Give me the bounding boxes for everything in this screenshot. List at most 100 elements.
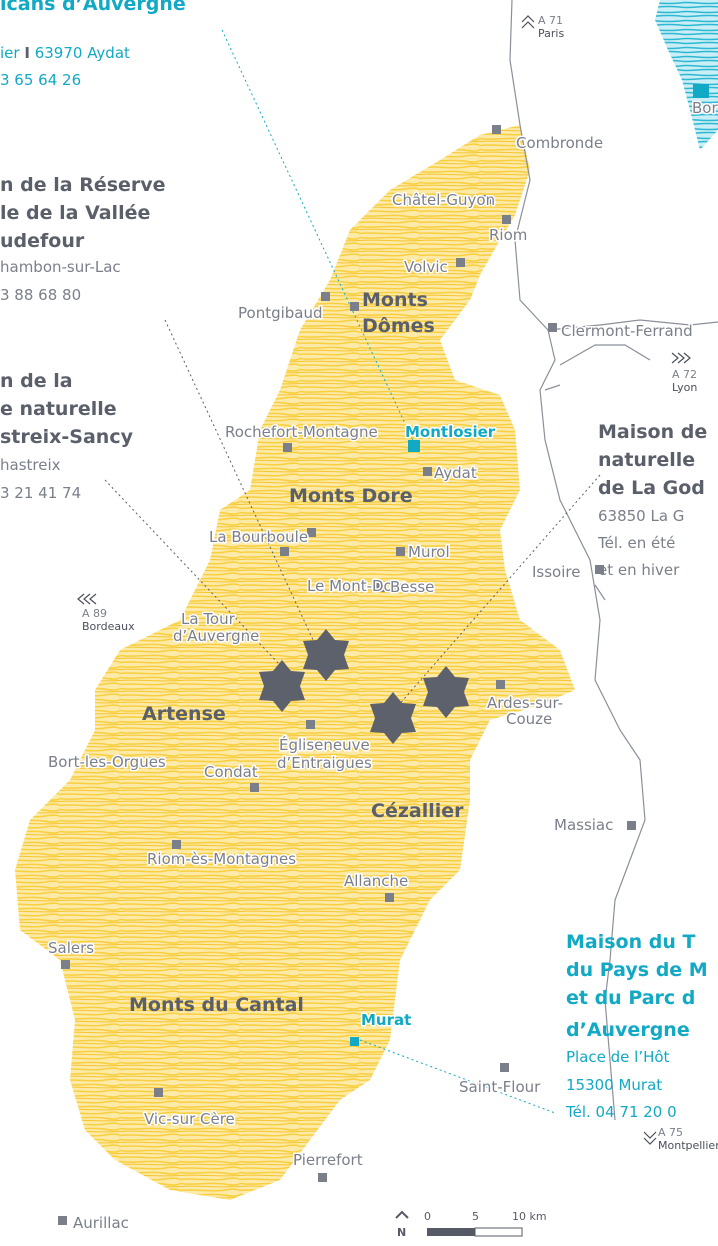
info-murat-line7: Tél. 04 71 20 0 [565, 1103, 677, 1121]
info-chastreix-line1: n de la [0, 370, 73, 392]
road-direction-a75: A 75 Montpellier [643, 1126, 718, 1152]
star-icon [259, 660, 305, 712]
double-chevron-up-icon [521, 15, 535, 29]
scale-bar: 0 5 10 km [424, 1210, 547, 1237]
info-murat-line4: d’Auvergne [566, 1019, 690, 1041]
scale-tick-5: 5 [472, 1210, 479, 1223]
region-cezallier: Cézallier [371, 800, 464, 822]
town-allanche: Allanche [344, 872, 408, 890]
info-godivelle-line6: et en hiver [598, 561, 680, 579]
region-monts-cantal: Monts du Cantal [129, 994, 304, 1016]
double-chevron-down-icon [643, 1131, 657, 1145]
info-godivelle-line1: Maison de [598, 421, 707, 443]
scale-tick-10: 10 km [512, 1210, 547, 1223]
road-a89-code: A 89 [82, 607, 107, 620]
info-murat-line3: et du Parc d [566, 987, 695, 1009]
town-riom-es: Riom-ès-Montagnes [147, 850, 296, 868]
info-block-chastreix: n de la e naturelle streix-Sancy hastrei… [0, 370, 134, 502]
town-la-bourboule: La Bourboule [209, 528, 308, 546]
info-vallee-line3: udefour [0, 230, 85, 252]
town-egliseneuve-2: d’Entraigues [277, 754, 372, 772]
region-artense: Artense [142, 703, 226, 725]
town-ardes-1: Ardes-sur- [487, 694, 563, 712]
info-chastreix-line2: e naturelle [0, 398, 117, 420]
town-montlosier: Montlosier [405, 423, 496, 441]
town-aydat: Aydat [434, 464, 477, 482]
town-rochefort: Rochefort-Montagne [225, 423, 378, 441]
info-block-godivelle: Maison de naturelle de La God 63850 La G… [597, 421, 707, 579]
inset-label-bordeaux: Bor [692, 99, 718, 117]
star-icon [303, 629, 349, 681]
star-icon [423, 666, 469, 718]
reserve-stars [259, 629, 469, 744]
inset-marker [693, 84, 709, 98]
town-markers [58, 125, 636, 1225]
town-vic: Vic-sur Cère [144, 1110, 235, 1128]
leader-lines [104, 29, 601, 1114]
info-vallee-line2: le de la Vallée [0, 202, 150, 224]
info-vallee-line4: hambon-sur-Lac [0, 258, 121, 276]
road-direction-a72: A 72 Lyon [671, 352, 697, 394]
info-top-line2: ier I 63970 Aydat [0, 44, 130, 62]
north-arrow: N [395, 1210, 409, 1239]
road-a89-city: Bordeaux [82, 620, 135, 633]
town-salers: Salers [48, 939, 94, 957]
info-godivelle-line5: Tél. en été [597, 534, 675, 552]
town-pontgibaud: Pontgibaud [238, 304, 323, 322]
info-vallee-line1: n de la Réserve [0, 174, 166, 196]
double-chevron-left-icon [77, 593, 97, 605]
town-condat: Condat [204, 763, 258, 781]
murat-marker [350, 1037, 359, 1046]
info-top-line1: lcans d’Auvergne [0, 0, 186, 15]
info-godivelle-line4: 63850 La G [598, 507, 684, 525]
town-chatel-guyon: Châtel-Guyon [392, 191, 495, 209]
town-le-mont-dore: Le Mont-Dore [307, 577, 408, 595]
town-massiac: Massiac [554, 816, 613, 834]
town-volvic: Volvic [404, 258, 448, 276]
info-godivelle-line2: naturelle [598, 449, 695, 471]
town-labels: Combronde Châtel-Guyon Riom Volvic Pontg… [47, 133, 695, 1234]
inset-region-shape [655, 0, 718, 150]
road-direction-a71: A 71 Paris [521, 14, 564, 40]
town-la-tour-1: La Tour [181, 610, 236, 628]
town-la-tour-2: d’Auvergne [173, 627, 259, 645]
town-murat: Murat [361, 1011, 411, 1029]
road-a75-code: A 75 [658, 1126, 683, 1139]
info-chastreix-line5: 3 21 41 74 [0, 484, 81, 502]
star-icon [370, 692, 416, 744]
info-block-murat: Maison du T du Pays de M et du Parc d d’… [565, 931, 708, 1121]
info-chastreix-line3: streix-Sancy [0, 426, 134, 448]
road-a72-city: Lyon [672, 381, 697, 394]
town-pierrefort: Pierrefort [293, 1151, 363, 1169]
town-riom: Riom [489, 226, 527, 244]
scale-tick-0: 0 [424, 1210, 431, 1223]
info-chastreix-line4: hastreix [0, 456, 61, 474]
info-murat-line6: 15300 Murat [566, 1076, 662, 1094]
town-besse: Besse [390, 578, 434, 596]
double-chevron-right-icon [671, 352, 691, 364]
region-monts-domes-1: Monts [362, 289, 428, 311]
road-a71-code: A 71 [538, 14, 563, 27]
town-ardes-2: Couze [506, 710, 552, 728]
road-direction-a89: A 89 Bordeaux [77, 593, 135, 633]
town-issoire: Issoire [532, 563, 580, 581]
region-monts-dore: Monts Dore [289, 485, 413, 507]
info-godivelle-line3: de La God [598, 477, 705, 499]
town-combronde: Combronde [516, 134, 603, 152]
info-block-top: lcans d’Auvergne ier I 63970 Aydat 3 65 … [0, 0, 186, 89]
road-a71-city: Paris [538, 27, 564, 40]
roads [509, 0, 718, 1121]
montlosier-marker [408, 440, 420, 452]
town-bort: Bort-les-Orgues [48, 753, 166, 771]
info-murat-line2: du Pays de M [566, 959, 708, 981]
town-clermont: Clermont-Ferrand [561, 322, 693, 340]
info-murat-line1: Maison du T [566, 931, 695, 953]
info-block-vallee: n de la Réserve le de la Vallée udefour … [0, 174, 166, 304]
road-a75-city: Montpellier [658, 1139, 718, 1152]
info-top-line3: 3 65 64 26 [0, 71, 81, 89]
info-murat-line5: Place de l’Hôt [566, 1048, 670, 1066]
road-a72-code: A 72 [672, 368, 697, 381]
town-aurillac: Aurillac [73, 1214, 129, 1232]
north-label: N [397, 1226, 406, 1239]
